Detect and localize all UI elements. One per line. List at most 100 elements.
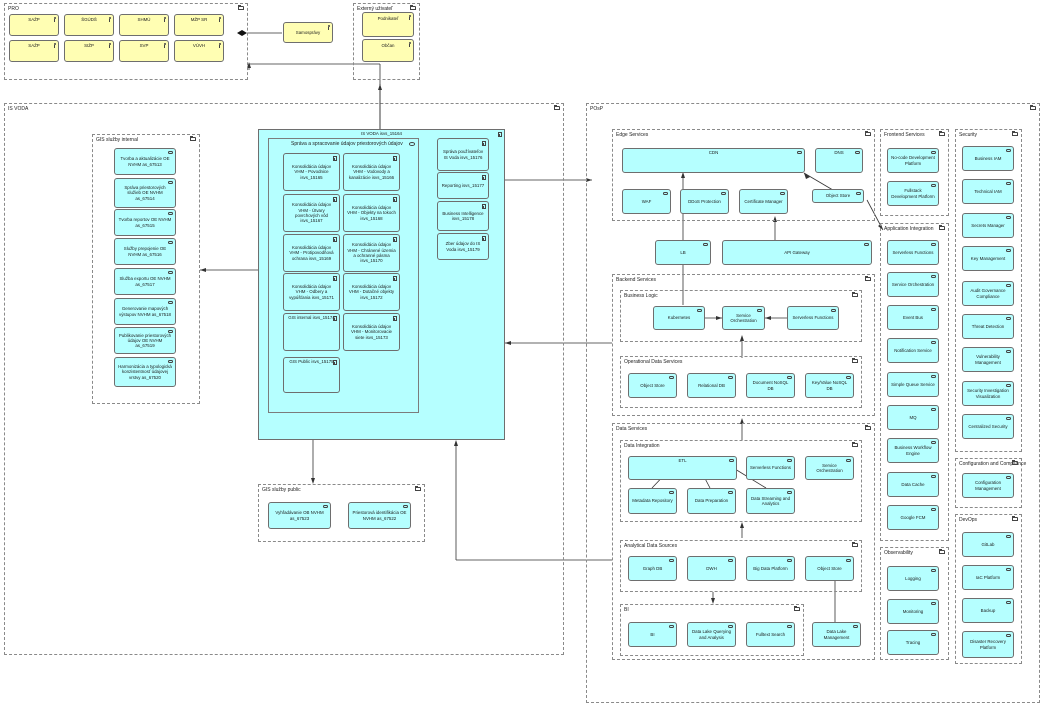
actor-obcan[interactable]: Občan [362, 39, 414, 62]
node-serverless[interactable]: Serverless Functions [746, 456, 795, 480]
service-generovanie[interactable]: Generovanie mapových výstupov NVHM as_67… [114, 298, 176, 325]
component-konsolidacia[interactable]: Konsolidácia údajov VHM - Dotačné objekt… [343, 273, 400, 311]
node-gitlab[interactable]: GitLab [962, 532, 1014, 557]
node-serverless[interactable]: Serverless Functions [887, 240, 939, 265]
node-label: WAF [641, 198, 652, 204]
actor-samospravy[interactable]: Samosprávy [283, 22, 333, 43]
node-tracing[interactable]: Tracing [887, 630, 939, 655]
node-technical-iam[interactable]: Technical IAM [962, 179, 1014, 204]
node-business-iam[interactable]: Business IAM [962, 146, 1014, 171]
node-big-data[interactable]: Big Data Platform [746, 556, 795, 581]
component-konsolidacia[interactable]: Konsolidácia údajov VHM - Objekty na tok… [343, 194, 400, 232]
actor-box[interactable]: SVP [119, 40, 169, 62]
actor-box[interactable]: SAŽP [9, 14, 59, 36]
service-tvorba[interactable]: Tvorba a aktualizácie OE NVHM as_67513 [114, 148, 176, 175]
component-reporting[interactable]: Reporting isvs_15177 [437, 172, 489, 199]
node-disaster-recovery[interactable]: Disaster Recovery Platform [962, 631, 1014, 658]
component-konsolidacia[interactable]: Konsolidácia údajov VHM - Monitorovacie … [343, 313, 400, 351]
node-kubernetes[interactable]: Kubernetes [653, 306, 705, 330]
node-mq[interactable]: MQ [887, 405, 939, 430]
actor-box[interactable]: VÚVH [174, 40, 224, 62]
node-service-orchestration[interactable]: Service Orchestration [887, 272, 939, 297]
node-graph-db[interactable]: Graph DB [628, 556, 677, 581]
component-gis-public[interactable]: GIS Public isvs_15175 [283, 357, 340, 393]
node-secrets[interactable]: Secrets Manager [962, 213, 1014, 238]
node-object-store[interactable]: Object Store [805, 556, 854, 581]
node-api-gateway[interactable]: API Gateway [722, 240, 872, 265]
node-etl[interactable]: ETL [628, 456, 737, 480]
component-konsolidacia[interactable]: Konsolidácia údajov VHM - Útvary povrcho… [283, 194, 340, 232]
node-relational-db[interactable]: Relational DB [687, 373, 736, 398]
node-service-orchestration[interactable]: Service Orchestration [805, 456, 854, 480]
node-data-lake-query[interactable]: Data Lake Querying and Analysis [687, 622, 736, 647]
node-no-code[interactable]: No-code Development Platform [887, 148, 939, 173]
node-document-db[interactable]: Document NoSQL DB [746, 373, 795, 398]
service-publikovanie[interactable]: Publikovanie priestorových údajov OE NVH… [114, 327, 176, 354]
service-harmonizacia[interactable]: Harmonizácia a typologická konzistentnos… [114, 357, 176, 387]
node-waf[interactable]: WAF [622, 189, 671, 214]
actor-box[interactable]: SIŽP [64, 40, 114, 62]
node-service-orchestration[interactable]: Service Orchestration [722, 306, 765, 330]
node-cdn[interactable]: CDN [622, 148, 805, 173]
actor-box[interactable]: SAŽP [9, 40, 59, 62]
node-metadata-repo[interactable]: Metadata Repository [628, 488, 677, 514]
node-label: DDoS Protection [688, 198, 721, 204]
node-lb[interactable]: LB [655, 240, 711, 265]
node-data-lake-mgmt[interactable]: Data Lake Management [812, 622, 861, 647]
node-label: Big Data Platform [753, 565, 788, 571]
component-title: IS VODA isvs_15164 [360, 131, 402, 136]
component-konsolidacia[interactable]: Konsolidácia údajov VHM - Povodnice isvs… [283, 153, 340, 191]
component-konsolidacia[interactable]: Konsolidácia údajov VHM - Protipovodňová… [283, 234, 340, 272]
component-gis-internal[interactable]: GIS internal isvs_15174 [283, 313, 340, 351]
actor-label: SAŽP [28, 17, 40, 23]
node-cert[interactable]: Certificate Manager [739, 189, 788, 214]
component-konsolidacia[interactable]: Konsolidácia údajov VHM - Chránené územi… [343, 234, 400, 272]
node-data-cache[interactable]: Data Cache [887, 472, 939, 497]
node-data-preparation[interactable]: Data Preparation [687, 488, 736, 514]
service-priestorova-identifikacia[interactable]: Priestorová identifikácia OE NVHM as_675… [348, 502, 411, 529]
component-bi[interactable]: Business Intelligence isvs_15178 [437, 201, 489, 231]
service-sprava[interactable]: Správa priestorových služieb OE NVHM as_… [114, 178, 176, 208]
node-data-streaming[interactable]: Data Streaming and Analytics [746, 488, 795, 514]
component-sprava-pouzivatelov[interactable]: Správa používateľov IS Voda isvs_15176 [437, 138, 489, 171]
node-audit[interactable]: Audit Governance Compliance [962, 281, 1014, 306]
node-threat[interactable]: Threat Detection [962, 314, 1014, 339]
node-centralized-security[interactable]: Centralized Security [962, 414, 1014, 439]
service-export[interactable]: Služba exportu OE NVHM as_67517 [114, 268, 176, 295]
node-dwh[interactable]: DWH [687, 556, 736, 581]
node-notification[interactable]: Notification Service [887, 338, 939, 363]
node-ddos[interactable]: DDoS Protection [680, 189, 729, 214]
actor-box[interactable]: MŽP SR [174, 14, 224, 36]
service-vyhladavanie[interactable]: Vyhľadávanie OB NVHM as_67523 [268, 502, 331, 529]
group-title: IS VODA [8, 106, 29, 112]
node-vulnerability[interactable]: Vulnerability Management [962, 347, 1014, 372]
actor-box[interactable]: SHMÚ [119, 14, 169, 36]
node-fullstack[interactable]: Fullstack Development Platform [887, 181, 939, 206]
folder-icon [865, 130, 871, 136]
node-fulltext[interactable]: Fulltext Search [746, 622, 795, 647]
node-keyvalue-db[interactable]: Key/Value NoSQL DB [805, 373, 854, 398]
node-google-fcm[interactable]: Google FCM [887, 505, 939, 530]
node-backup[interactable]: Backup [962, 598, 1014, 623]
actor-box[interactable]: ŠGÚDŠ [64, 14, 114, 36]
node-logging[interactable]: Logging [887, 566, 939, 591]
node-config-mgmt[interactable]: Configuration Management [962, 473, 1014, 498]
node-monitoring[interactable]: Monitoring [887, 599, 939, 624]
service-reporty[interactable]: Tvorba reportov OE NVHM as_67515 [114, 209, 176, 236]
component-konsolidacia[interactable]: Konsolidácia údajov VHM - Vodovody a kan… [343, 153, 400, 191]
node-object-store[interactable]: Object Store [628, 373, 677, 398]
actor-podnikatel[interactable]: Podnikateľ [362, 12, 414, 37]
node-serverless[interactable]: Serverless Functions [787, 306, 839, 330]
node-security-investigation[interactable]: Security Investigation Visualization [962, 381, 1014, 406]
node-dns[interactable]: DNS [815, 148, 863, 173]
component-zber-udajov[interactable]: Zber údajov do IS Voda isvs_15179 [437, 233, 489, 260]
node-bi[interactable]: BI [628, 622, 677, 647]
node-iac[interactable]: IaC Platform [962, 565, 1014, 590]
node-event-bus[interactable]: Event Bus [887, 305, 939, 330]
service-prepojenie[interactable]: Služby prepojenie OE NVHM as_67516 [114, 238, 176, 265]
component-konsolidacia[interactable]: Konsolidácia údajov VHM - Odbery a vypúš… [283, 273, 340, 311]
node-workflow[interactable]: Business Workflow Engine [887, 438, 939, 463]
node-object-store[interactable]: Object Store [812, 189, 864, 203]
node-key-mgmt[interactable]: Key Management [962, 246, 1014, 271]
node-queue[interactable]: Simple Queue Service [887, 372, 939, 397]
